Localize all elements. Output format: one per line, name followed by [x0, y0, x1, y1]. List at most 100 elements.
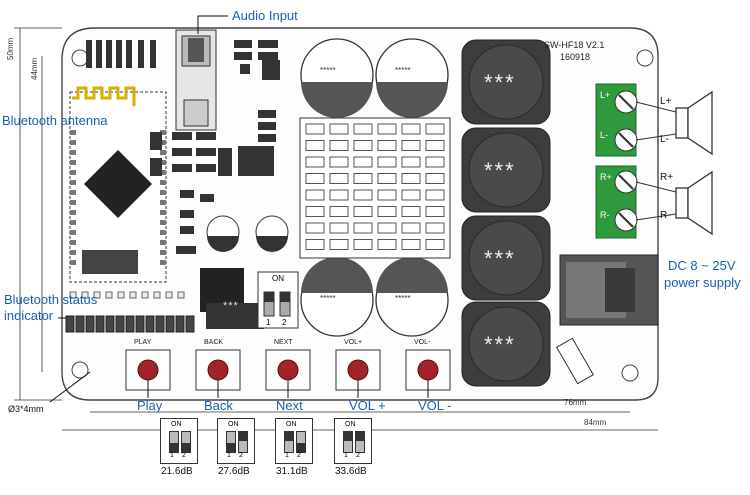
smd-part: [150, 40, 156, 68]
bt-pad: [70, 240, 76, 245]
hole-pointer: [49, 371, 91, 403]
dip-pos-1: 1: [344, 452, 348, 459]
dip-on-label: ON: [345, 421, 356, 428]
bt-chip: [84, 150, 152, 218]
mounting-hole-br: [621, 364, 639, 382]
heatsink-fin: [353, 156, 373, 168]
bt-pad: [70, 130, 76, 135]
smd-part: [138, 40, 144, 68]
dip-pos-1: 1: [227, 452, 231, 459]
test-pad: [105, 291, 113, 299]
dim-height-outer: 50mm: [6, 37, 15, 60]
terminal-l-plus: L+: [600, 90, 611, 100]
bt-pad: [70, 140, 76, 145]
dim-width-outer: 84mm: [584, 418, 607, 427]
bluetooth-status-label-line2: indicator: [4, 308, 54, 323]
bt-pad: [70, 210, 76, 215]
bt-pad: [160, 240, 166, 245]
speaker-left-icon: [675, 90, 713, 156]
heatsink-fin: [305, 173, 325, 184]
heatsink-fin: [401, 156, 421, 168]
dim-width-inner: 76mm: [564, 398, 587, 407]
heatsink-fin: [329, 239, 349, 250]
status-led-part: [105, 315, 115, 333]
bt-pad: [70, 160, 76, 165]
smd-part: [196, 148, 216, 156]
heatsink-fin: [377, 206, 397, 217]
mounting-hole-tr: [636, 49, 654, 67]
heatsink-fin: [377, 222, 397, 234]
status-led-part: [95, 315, 105, 333]
inductor-mark: ***: [484, 158, 516, 183]
bt-pad: [70, 250, 76, 255]
dip-on-label: ON: [228, 421, 239, 428]
test-pad: [117, 291, 125, 299]
heatsink-fin: [425, 123, 445, 135]
heatsink-fin: [353, 173, 373, 184]
status-led-part: [65, 315, 75, 333]
heatsink-fin: [329, 206, 349, 217]
dip-pos-2: 2: [356, 452, 360, 459]
speaker-right-icon: [675, 170, 713, 236]
capacitor-mark: *****: [320, 66, 336, 75]
button-callout-label: Play: [137, 398, 163, 413]
button-silk-label: PLAY: [134, 339, 152, 346]
dim-height-inner: 44mm: [30, 57, 39, 80]
dip-pos-2: 2: [182, 452, 186, 459]
smd-part: [180, 190, 194, 198]
dip-slider: [355, 431, 365, 453]
status-led-part: [175, 315, 185, 333]
status-led-part: [185, 315, 195, 333]
heatsink-fin: [305, 222, 325, 234]
ic-u3-mark: ***: [223, 300, 239, 312]
button-silk-label: BACK: [204, 339, 224, 346]
test-pad: [129, 291, 137, 299]
capacitor-mark: *****: [320, 294, 336, 303]
capacitor-mark: *****: [395, 294, 411, 303]
bt-pad: [160, 130, 166, 135]
heatsink-fin: [305, 140, 325, 151]
bt-pad: [70, 220, 76, 225]
bt-pad: [70, 200, 76, 205]
bt-pad: [160, 190, 166, 195]
smd-part: [172, 164, 192, 172]
dip-slider: [226, 431, 236, 453]
heatsink-fin: [425, 173, 445, 184]
smd-part: [258, 110, 276, 118]
button-callout-label: Back: [204, 398, 233, 413]
inductor-mark: ***: [484, 332, 516, 357]
heatsink-fin: [329, 156, 349, 168]
inductor-mark: ***: [484, 246, 516, 271]
heatsink-fin: [329, 123, 349, 135]
heatsink-fin: [425, 239, 445, 250]
smd-part: [240, 64, 250, 74]
status-led-part: [145, 315, 155, 333]
heatsink-fin: [377, 140, 397, 151]
heatsink-fin: [305, 123, 325, 135]
terminal-r-minus-outer: R-: [660, 210, 671, 221]
button-silk-label: VOL-: [414, 339, 431, 346]
smd-part: [172, 132, 192, 140]
heatsink-fin: [353, 239, 373, 250]
smd-part: [258, 122, 276, 130]
button-silk-label: NEXT: [274, 339, 293, 346]
bt-pad: [160, 260, 166, 265]
bt-pad: [70, 170, 76, 175]
dip-on-label: ON: [171, 421, 182, 428]
heatsink-fin: [401, 239, 421, 250]
dc-power-label-line2: power supply: [664, 275, 741, 290]
smd-part: [172, 148, 192, 156]
status-led-part: [75, 315, 85, 333]
heatsink-fin: [377, 189, 397, 201]
button-callout-label: VOL +: [349, 398, 386, 413]
button-silk-label: VOL+: [344, 339, 363, 346]
smd-part: [234, 52, 252, 60]
status-led-part: [155, 315, 165, 333]
heatsink-fin: [353, 123, 373, 135]
heatsink-fin: [377, 239, 397, 250]
terminal-l-minus-outer: L-: [660, 134, 669, 145]
gain-setting-label: 21.6dB: [161, 466, 193, 477]
dip-slider: [296, 431, 306, 453]
